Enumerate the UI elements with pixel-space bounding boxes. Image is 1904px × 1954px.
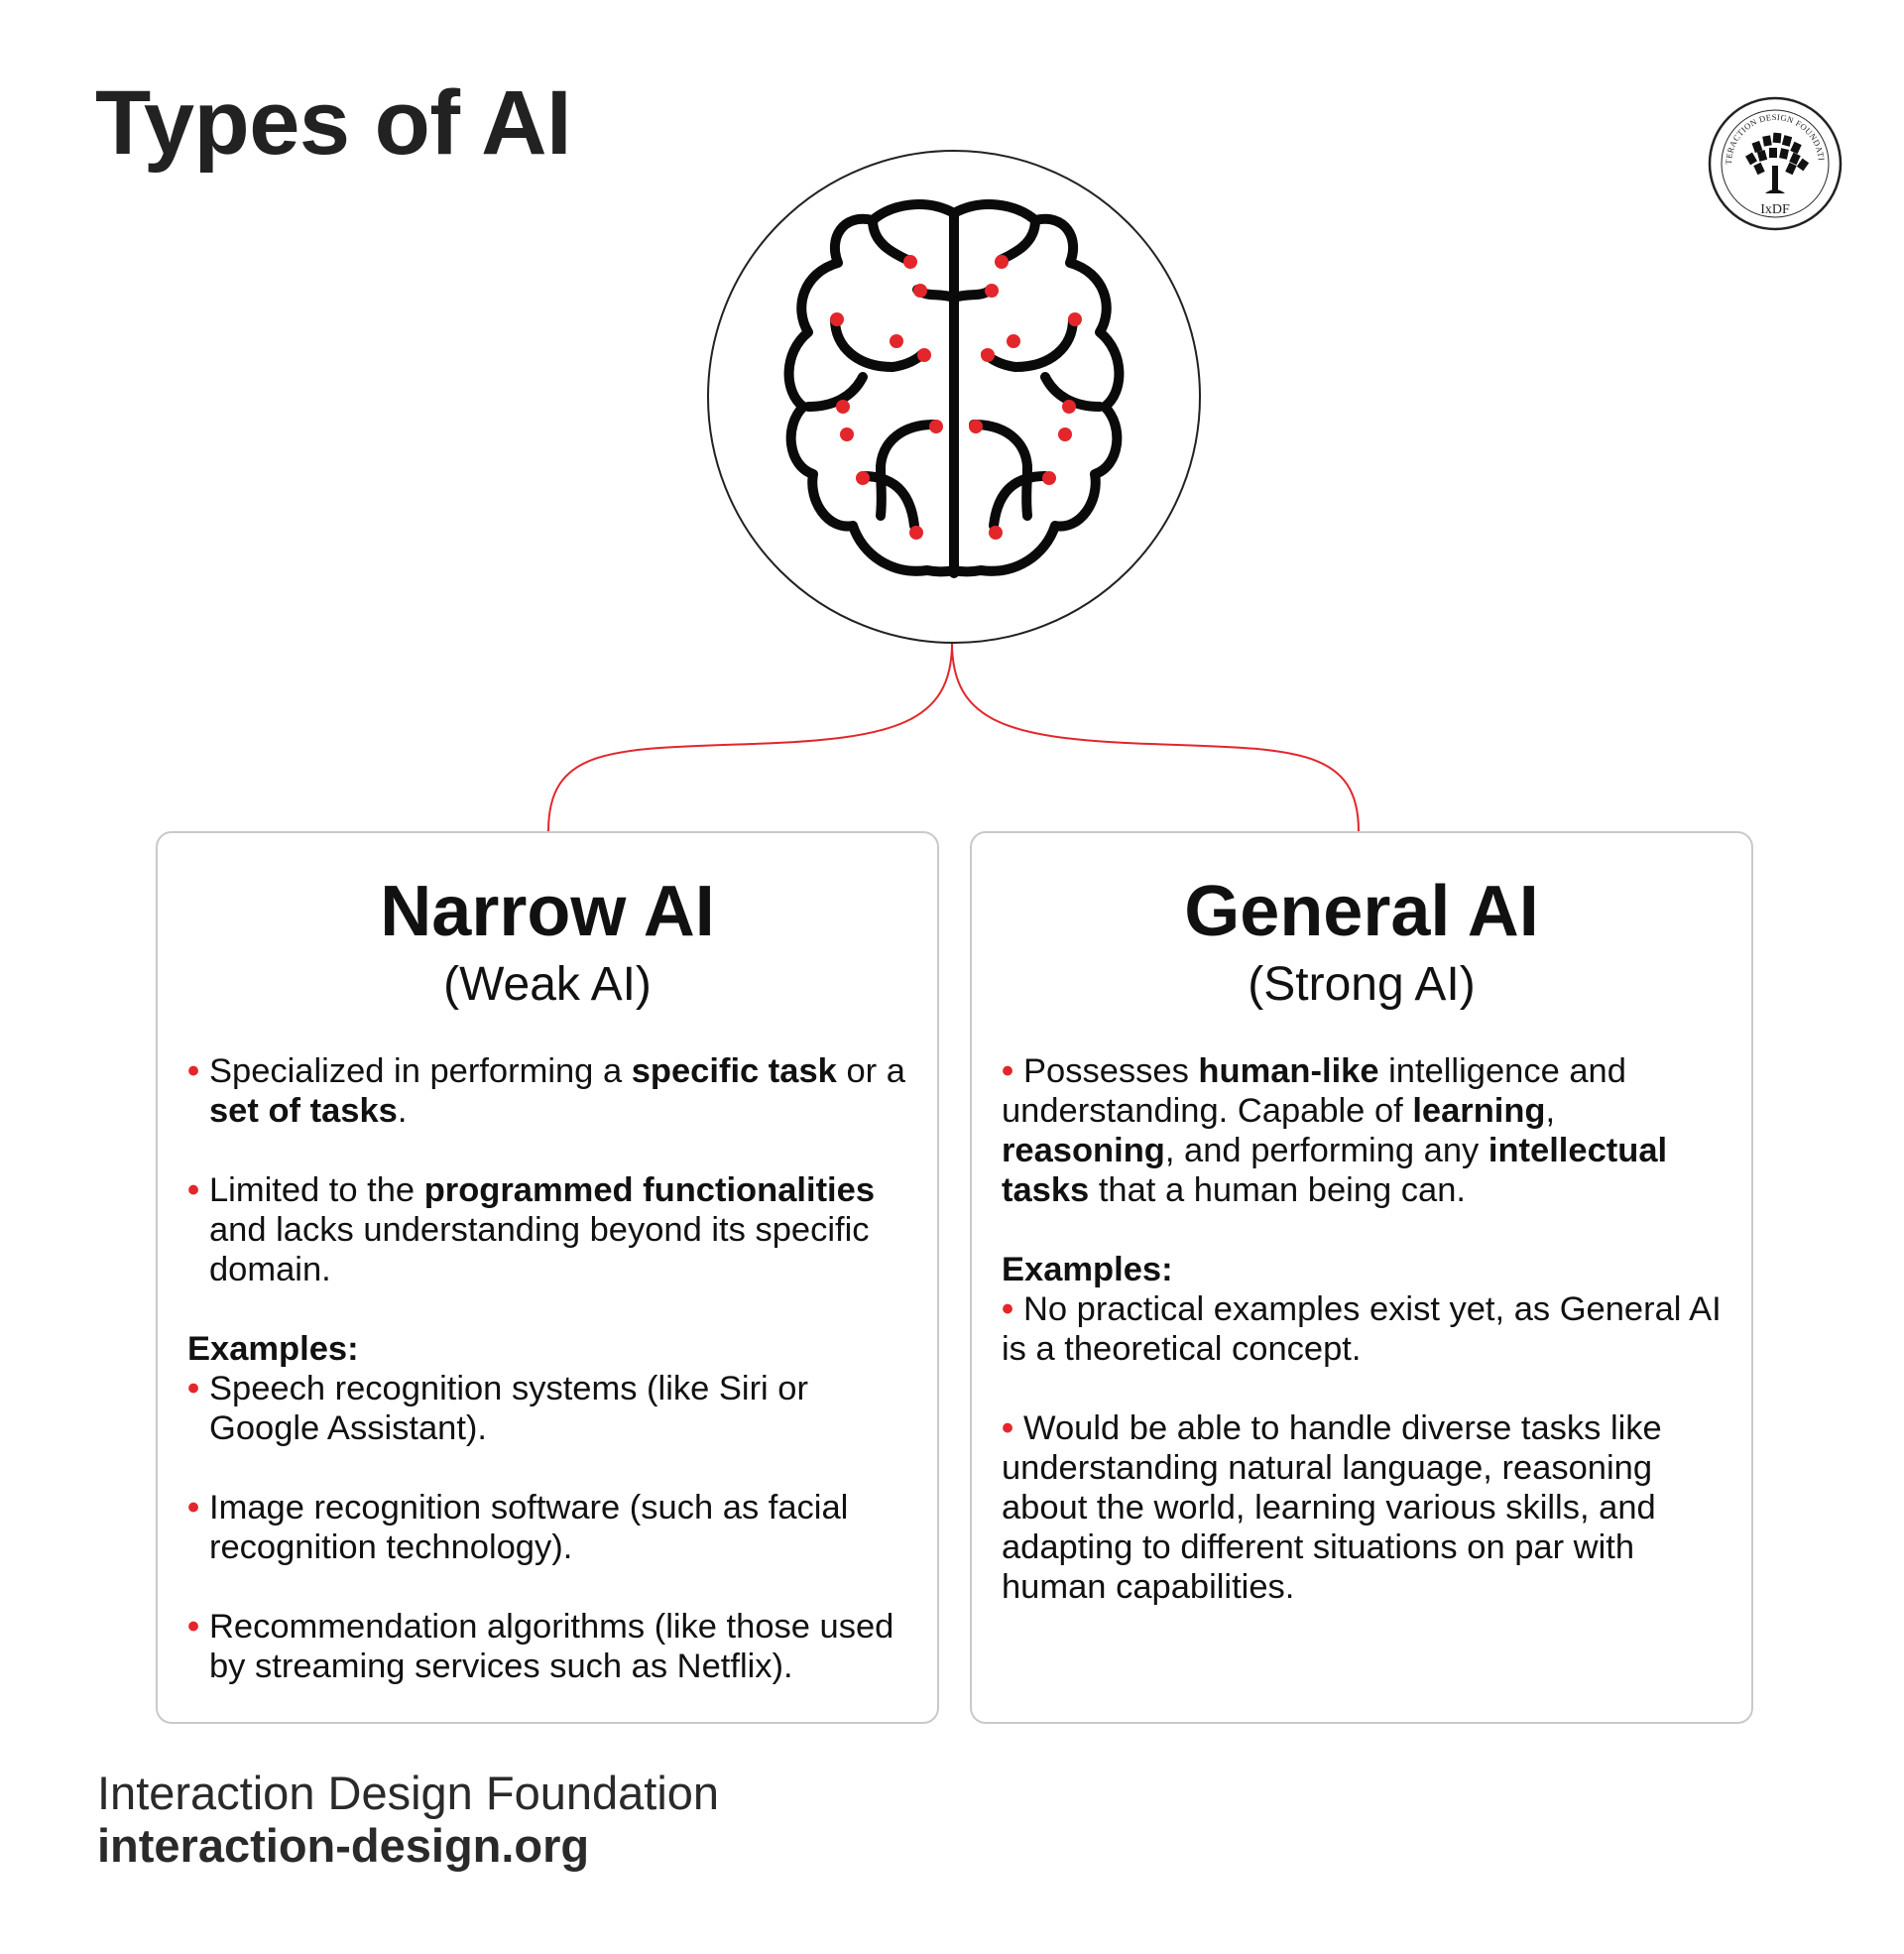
bullet-dot: •	[1002, 1289, 1014, 1328]
bullet-dot: •	[187, 1170, 200, 1209]
footer-url-link[interactable]: interaction-design.org	[97, 1819, 590, 1872]
general-ai-heading: General AI	[1184, 872, 1539, 951]
connector-right	[951, 642, 1360, 832]
narrow-ai-subheading: (Weak AI)	[443, 958, 652, 1012]
brain-diagram	[547, 150, 1360, 832]
bullet-dot: •	[1002, 1408, 1014, 1447]
page-title: Types of AI	[95, 72, 572, 174]
footer-organization: Interaction Design Foundation	[97, 1767, 720, 1819]
general-ai-subheading: (Strong AI)	[1248, 958, 1476, 1012]
general-example-1: •No practical examples exist yet, as Gen…	[1002, 1289, 1722, 1368]
general-example-2: •Would be able to handle diverse tasks l…	[1002, 1408, 1662, 1606]
svg-text:IxDF: IxDF	[1760, 202, 1790, 217]
narrow-ai-card: Narrow AI (Weak AI) •Specialized in perf…	[156, 831, 939, 1724]
brain-nodes	[830, 255, 1082, 540]
bullet-dot: •	[1002, 1051, 1014, 1090]
narrow-bullet-1: •Specialized in performing a specific ta…	[187, 1051, 905, 1130]
narrow-example-1: •Speech recognition systems (like Siri o…	[187, 1369, 808, 1447]
narrow-ai-heading: Narrow AI	[380, 872, 715, 951]
bullet-dot: •	[187, 1369, 200, 1407]
general-examples-label: Examples:	[1002, 1250, 1173, 1288]
general-ai-card: General AI (Strong AI) •Possesses human-…	[970, 831, 1753, 1724]
bullet-dot: •	[187, 1488, 200, 1527]
narrow-example-2: •Image recognition software (such as fac…	[187, 1488, 849, 1566]
general-bullet-1: •Possesses human-like intelligence and u…	[1002, 1051, 1668, 1209]
bullet-dot: •	[187, 1051, 200, 1090]
narrow-bullet-2: •Limited to the programmed functionaliti…	[187, 1170, 876, 1288]
bullet-dot: •	[187, 1607, 200, 1646]
tree-icon	[1745, 132, 1810, 193]
connector-left	[547, 642, 953, 832]
ixdf-logo: INTERACTION DESIGN FOUNDATION IxDF	[1706, 94, 1843, 231]
narrow-example-3: •Recommendation algorithms (like those u…	[187, 1607, 894, 1685]
narrow-examples-label: Examples:	[187, 1329, 359, 1368]
